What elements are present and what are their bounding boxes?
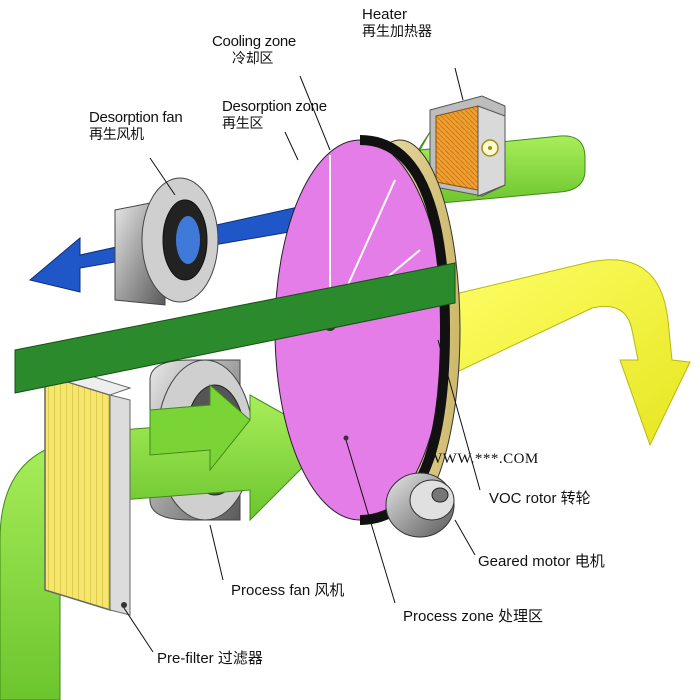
cooling-zone-label-en: Cooling zone <box>212 33 296 50</box>
leader-geared-motor <box>454 519 476 556</box>
desorption-fan-icon <box>114 177 219 306</box>
leader-lines <box>123 67 481 653</box>
leader-process-fan <box>209 524 224 581</box>
leader-heater <box>454 67 464 101</box>
heater-label: Heater 再生加热器 <box>362 6 432 41</box>
leader-desorption-fan <box>149 157 176 196</box>
process-air-arrow-2 <box>149 383 251 472</box>
leader-process-zone <box>345 439 396 604</box>
pre-filter-label: Pre-filter 过滤器 <box>157 650 263 667</box>
clean-air-duct <box>429 259 691 447</box>
process-fan-label: Process fan 风机 <box>231 582 345 599</box>
desorption-fan-label-cn: 再生风机 <box>89 127 144 143</box>
pre-filter-icon <box>43 367 132 616</box>
motor-icon <box>385 472 455 538</box>
desorption-zone-label: Desorption zone 再生区 <box>222 98 327 133</box>
cooling-zone-label: Cooling zone 冷却区 <box>212 33 296 68</box>
leader-cooling-zone <box>299 75 331 151</box>
heater-label-cn: 再生加热器 <box>362 24 432 40</box>
heater-label-en: Heater <box>362 6 408 23</box>
cooling-zone-label-cn: 冷却区 <box>232 51 274 67</box>
desorption-fan-label: Desorption fan 再生风机 <box>89 109 183 144</box>
desorption-zone-label-en: Desorption zone <box>222 98 327 115</box>
heater-box-icon <box>429 95 506 197</box>
watermark-text: WWW.***.COM <box>428 451 539 467</box>
leader-pre-filter <box>123 607 154 653</box>
desorption-fan-label-en: Desorption fan <box>89 109 183 126</box>
leader-voc-rotor <box>437 339 481 491</box>
leader-desorption-zone <box>284 131 299 161</box>
process-zone-label: Process zone 处理区 <box>403 608 544 625</box>
desorption-zone-label-cn: 再生区 <box>222 116 264 132</box>
voc-rotor-label: VOC rotor 转轮 <box>489 490 591 507</box>
desorption-air-band <box>14 262 456 394</box>
geared-motor-label: Geared motor 电机 <box>478 553 605 570</box>
